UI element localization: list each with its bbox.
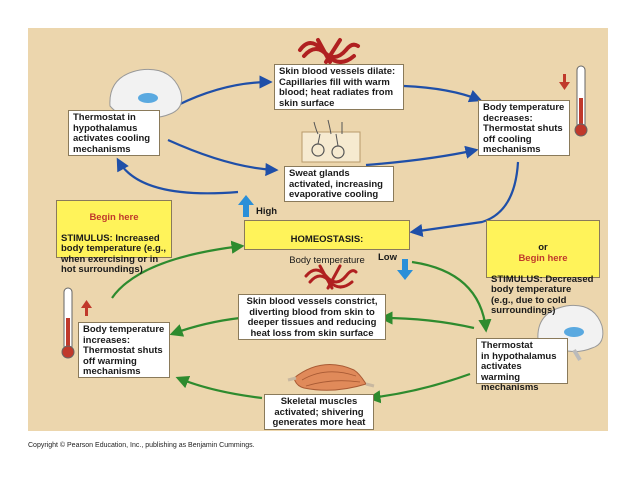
arrow-constrict-to-increases [169, 316, 241, 337]
low-arrow-icon [397, 259, 413, 280]
sweat-gland-icon [301, 119, 361, 163]
arrow-low-to-thermostat [411, 260, 492, 333]
warming-arrows [111, 240, 492, 404]
arrow-dilate-to-decreases [403, 84, 483, 103]
muscle-icon [287, 364, 375, 391]
high-label: High [256, 206, 278, 217]
skin-vessels-dilate-box: Skin blood vessels dilate: Capillaries f… [274, 64, 404, 110]
arrow-thermostat-to-dilate [177, 75, 273, 106]
copyright-notice: Copyright © Pearson Education, Inc., pub… [28, 442, 255, 449]
stimulus-low-box: or Begin here STIMULUS: Decreased body t… [486, 220, 600, 316]
arrow-increases-to-homeostasis [111, 240, 245, 299]
arrow-thermostat-to-constrict [379, 311, 475, 330]
stimulus-high-box: Begin here STIMULUS: Increased body temp… [56, 200, 172, 275]
stimulus-high-text: STIMULUS: Increased body temperature (e.… [61, 232, 167, 275]
arrow-high-to-thermostat [116, 157, 239, 195]
sweat-glands-box: Sweat glands activated, increasing evapo… [284, 166, 394, 202]
or-label: or [538, 242, 548, 253]
thermometer-icon-warming [61, 287, 92, 359]
thermostat-warming-box: Thermostat in hypothalamus activates war… [476, 338, 568, 393]
arrow-sweat-to-decreases [365, 145, 479, 167]
arrow-thermostat-to-sweat [167, 138, 279, 177]
thermometer-icon [559, 65, 588, 137]
skin-vessels-constrict-box: Skin blood vessels constrict, diverting … [238, 294, 386, 340]
arrow-decreases-to-homeostasis [409, 161, 520, 238]
begin-here-low-label: or Begin here [491, 233, 595, 265]
skeletal-muscles-box: Skeletal muscles activated; shivering ge… [264, 394, 374, 430]
begin-here-label: Begin here [89, 211, 139, 223]
homeostasis-title: HOMEOSTASIS: [290, 233, 364, 245]
begin-here-label-low: Begin here [518, 252, 568, 264]
low-label: Low [378, 252, 397, 263]
homeostasis-box: HOMEOSTASIS: Body temperature [244, 220, 410, 265]
temp-decreases-box: Body temperature decreases: Thermostat s… [478, 100, 570, 156]
arrow-muscles-to-increases [175, 375, 263, 400]
homeostasis-subtitle: Body temperature [289, 254, 365, 266]
blood-vessels-icon [298, 38, 360, 64]
stimulus-low-text: STIMULUS: Decreased body temperature (e.… [491, 273, 594, 316]
high-arrow-icon [238, 195, 254, 217]
blood-vessels-constricted-icon [304, 264, 358, 290]
thermostat-cooling-box: Thermostat in hypothalamus activates coo… [68, 110, 160, 156]
temp-increases-box: Body temperature increases: Thermostat s… [78, 322, 170, 378]
arrow-thermostat-to-muscles [367, 372, 471, 404]
cooling-arrows [116, 75, 520, 238]
